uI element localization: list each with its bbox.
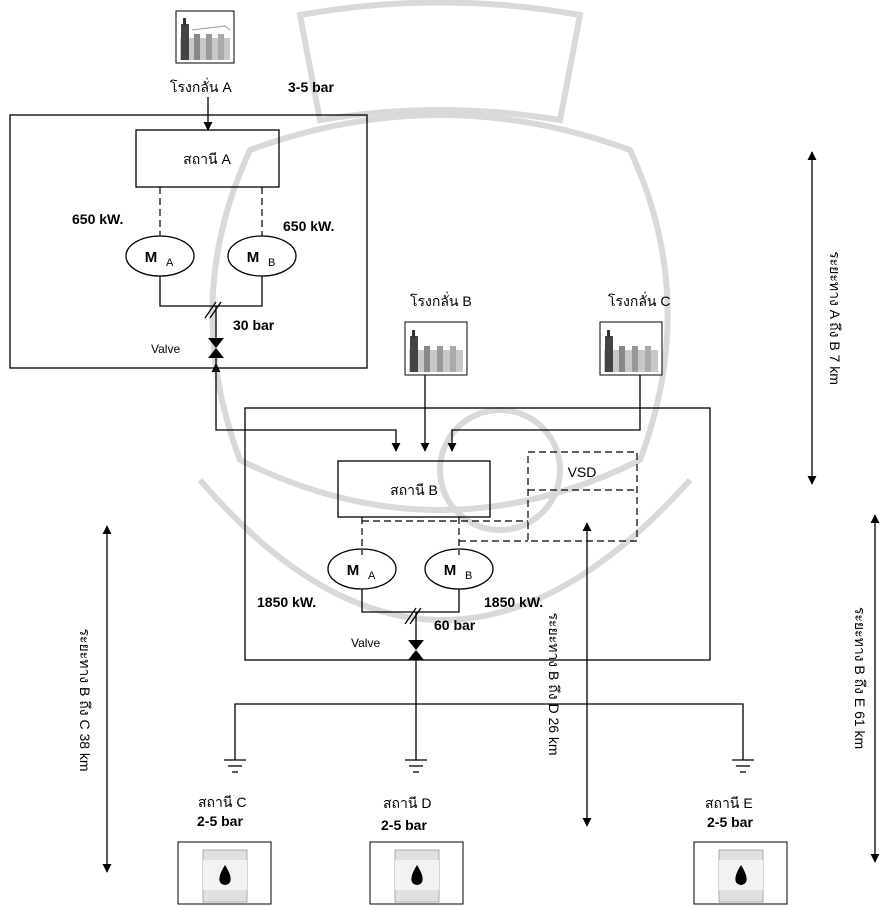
station-a-valve-label: Valve	[151, 342, 180, 356]
distance-b-c-label: ระยะทาง B ถึง C 38 km	[77, 628, 93, 771]
station-a-motor-right-power: 650 kW.	[283, 218, 334, 234]
refinery-a-pressure: 3-5 bar	[288, 79, 334, 95]
ground-e-icon	[732, 760, 754, 772]
station-b-valve-label: Valve	[351, 636, 380, 650]
svg-text:M: M	[247, 249, 260, 266]
station-b-motor-right-power: 1850 kW.	[484, 594, 543, 610]
svg-text:A: A	[368, 570, 376, 582]
station-b-label: สถานี B	[390, 482, 438, 498]
refinery-b-label: โรงกลั่น B	[410, 292, 472, 309]
distance-b-d-label: ระยะทาง B ถึง D 26 km	[546, 612, 562, 755]
ground-d-icon	[405, 760, 427, 772]
distance-b-e-label: ระยะทาง B ถึง E 61 km	[852, 607, 868, 749]
svg-text:B: B	[268, 257, 275, 269]
station-d-pressure: 2-5 bar	[381, 817, 427, 833]
vsd-label: VSD	[568, 464, 597, 480]
refinery-a-icon	[176, 11, 234, 63]
station-d-label: สถานี D	[383, 795, 431, 811]
svg-text:M: M	[444, 562, 457, 579]
watermark-emblem	[200, 3, 690, 621]
oil-tank-d-icon	[370, 842, 463, 904]
svg-text:B: B	[465, 570, 472, 582]
distance-a-b-label: ระยะทาง A ถึง B 7 km	[827, 251, 843, 385]
refinery-a-label: โรงกลั่น A	[170, 78, 232, 95]
svg-text:M: M	[347, 562, 360, 579]
refinery-b-icon	[405, 322, 467, 375]
station-a-label: สถานี A	[183, 151, 231, 167]
station-a-pressure: 30 bar	[233, 317, 275, 333]
station-a-motor-left-power: 650 kW.	[72, 211, 123, 227]
oil-tank-c-icon	[178, 842, 271, 904]
station-a-motor-b: M B	[228, 236, 296, 276]
station-b-valve-icon	[408, 640, 424, 660]
distribution-header	[235, 704, 743, 760]
station-c-label: สถานี C	[198, 794, 246, 810]
svg-text:A: A	[166, 257, 174, 269]
svg-text:M: M	[145, 249, 158, 266]
station-c-pressure: 2-5 bar	[197, 813, 243, 829]
station-e-label: สถานี E	[705, 795, 753, 811]
oil-tank-e-icon	[694, 842, 787, 904]
station-b-pressure: 60 bar	[434, 617, 476, 633]
ground-c-icon	[224, 760, 246, 772]
station-e-pressure: 2-5 bar	[707, 814, 753, 830]
refinery-c-label: โรงกลั่น C	[608, 292, 671, 309]
station-b-motor-left-power: 1850 kW.	[257, 594, 316, 610]
station-a-motor-a: M A	[126, 236, 194, 276]
refinery-c-icon	[600, 322, 662, 375]
